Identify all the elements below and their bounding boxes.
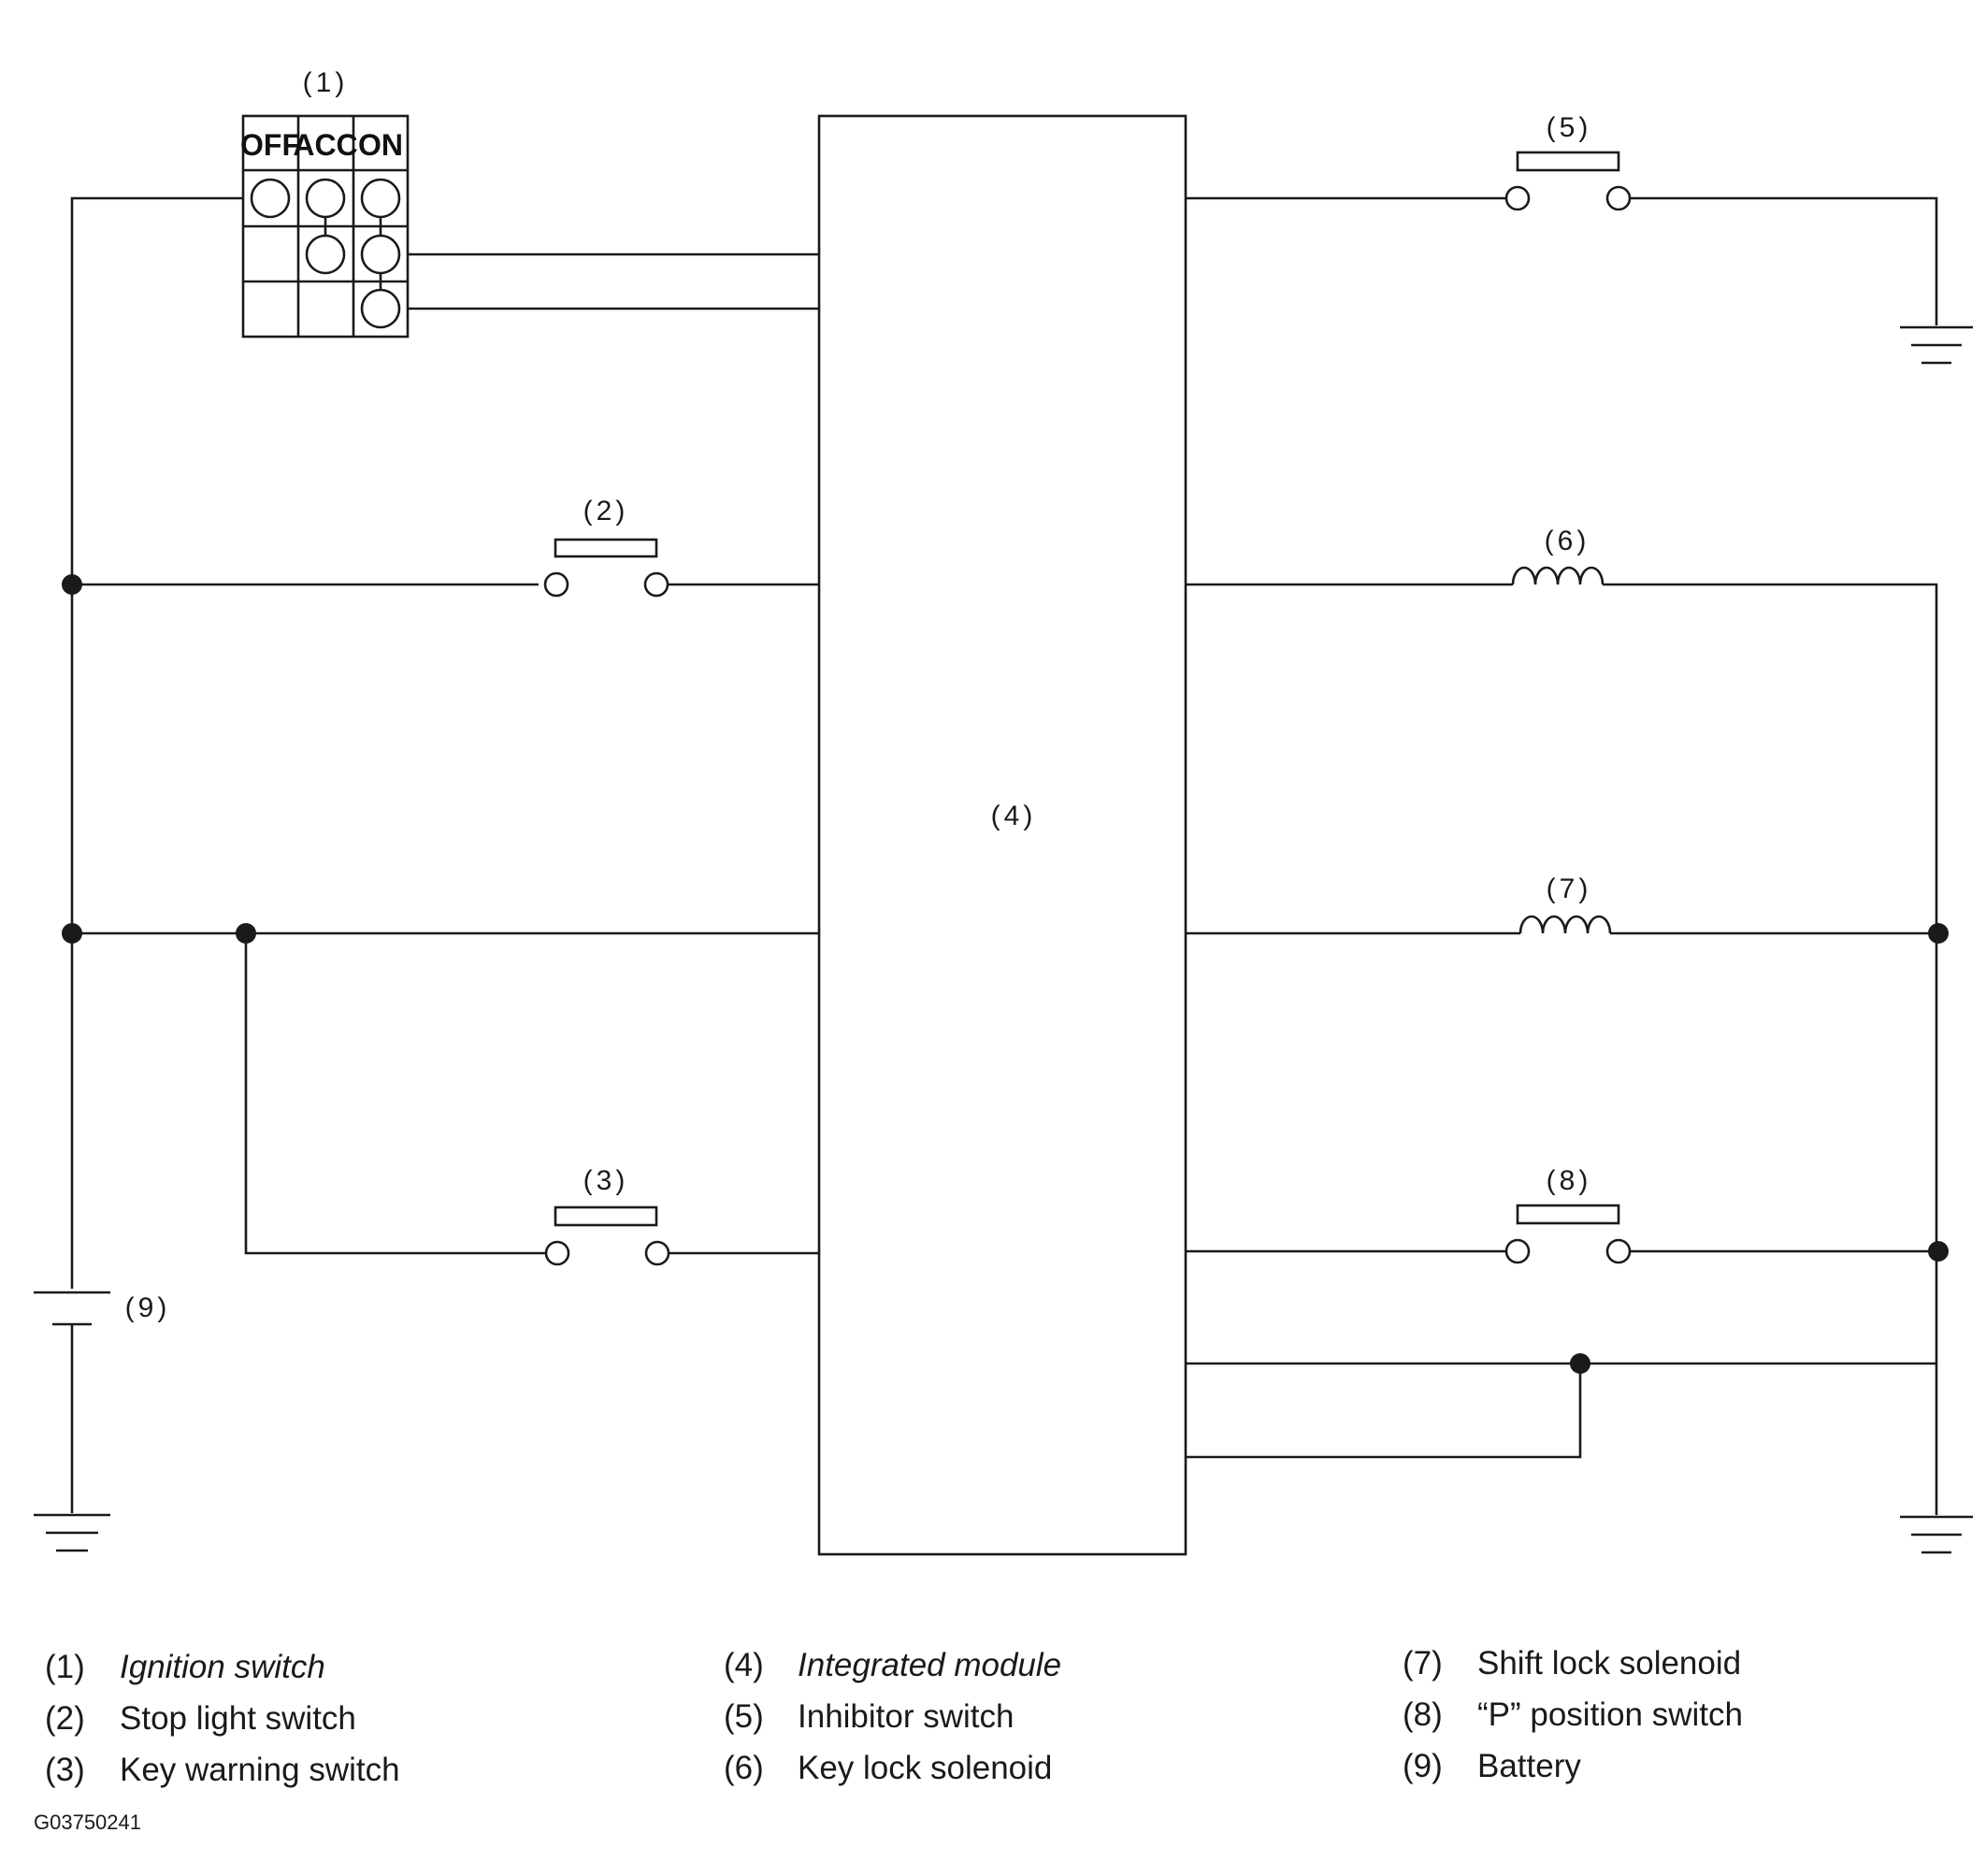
- legend-num: (6): [724, 1750, 764, 1786]
- stop-light-switch: [543, 538, 669, 598]
- inhibitor-switch: [1504, 151, 1632, 211]
- junction-dot: [62, 923, 82, 944]
- legend-num: (8): [1403, 1696, 1443, 1733]
- label-inhibitor-switch: (5): [1547, 112, 1592, 143]
- ground-symbol-bottom-right: [1900, 1515, 1973, 1554]
- legend-num: (3): [45, 1752, 85, 1788]
- junction-dot: [62, 574, 82, 595]
- ground-symbol-left: [34, 1513, 110, 1552]
- label-key-warning-switch: (3): [583, 1165, 629, 1196]
- legend-name: Integrated module: [798, 1647, 1061, 1683]
- ignition-switch: OFF ACC ON: [240, 114, 410, 339]
- legend-num: (1): [45, 1649, 85, 1685]
- battery-symbol: [34, 1291, 110, 1326]
- label-stop-light-switch: (2): [583, 496, 629, 527]
- legend-num: (5): [724, 1698, 764, 1735]
- label-ignition-switch: (1): [303, 67, 349, 98]
- legend-name: “P” position switch: [1477, 1696, 1743, 1733]
- legend-num: (9): [1403, 1748, 1443, 1784]
- key-lock-solenoid: [1511, 566, 1605, 585]
- key-warning-switch: [544, 1205, 670, 1266]
- label-battery: (9): [125, 1292, 171, 1323]
- legend-name: Inhibitor switch: [798, 1698, 1014, 1735]
- figure-code: G03750241: [34, 1811, 141, 1834]
- junction-dot: [1928, 923, 1949, 944]
- ignition-position-on: ON: [358, 128, 403, 162]
- legend: (1) Ignition switch (2) Stop light switc…: [45, 1645, 1743, 1788]
- junction-dot: [236, 923, 256, 944]
- label-p-position-switch: (8): [1547, 1165, 1592, 1196]
- p-position-switch: [1504, 1204, 1632, 1264]
- legend-name: Shift lock solenoid: [1477, 1645, 1741, 1681]
- ignition-position-off: OFF: [240, 128, 300, 162]
- legend-num: (4): [724, 1647, 764, 1683]
- legend-name: Ignition switch: [120, 1649, 325, 1685]
- integrated-module: [817, 114, 1187, 1556]
- label-integrated-module: (4): [991, 801, 1037, 831]
- legend-name: Battery: [1477, 1748, 1581, 1784]
- junction-dot: [1570, 1353, 1590, 1374]
- legend-num: (7): [1403, 1645, 1443, 1681]
- junction-dot: [1928, 1241, 1949, 1262]
- label-shift-lock-solenoid: (7): [1547, 873, 1592, 904]
- legend-name: Stop light switch: [120, 1700, 356, 1737]
- legend-name: Key warning switch: [120, 1752, 400, 1788]
- label-key-lock-solenoid: (6): [1545, 526, 1590, 556]
- ignition-position-acc: ACC: [293, 128, 357, 162]
- legend-num: (2): [45, 1700, 85, 1737]
- legend-name: Key lock solenoid: [798, 1750, 1052, 1786]
- shift-lock-solenoid: [1518, 915, 1612, 934]
- ground-symbol-top-right: [1900, 325, 1973, 365]
